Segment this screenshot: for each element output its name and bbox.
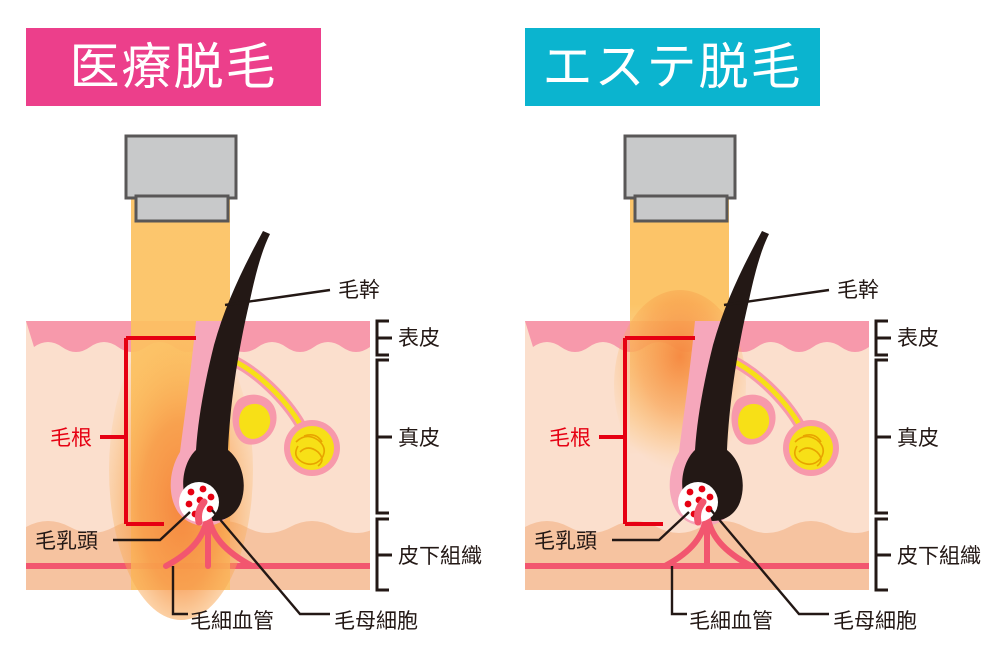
title-text-salon: エステ脱毛 [542,38,803,96]
panel-medical: 医療脱毛 [0,0,498,672]
hair-shaft-and-bulb [682,231,769,521]
hair-matrix-leader-medical [211,509,330,616]
panel-salon: エステ脱毛 [499,0,997,672]
laser-device-medical [124,134,238,223]
label-subcutaneous: 皮下組織 [398,544,482,568]
label-dermis: 真皮 [398,426,440,450]
skin-diagram-salon: 毛根 毛乳頭 毛幹 毛細血管 毛母細胞 [525,134,981,633]
sebaceous-gland [239,403,271,439]
sweat-gland-coil [294,434,326,467]
depth-brackets-medical [375,319,392,592]
hair-root-bracket-salon [599,336,695,526]
hair-salon [682,231,769,521]
capillary-leader-salon [670,566,687,616]
laser-device-salon [623,134,737,223]
sweat-gland-coil [793,434,825,467]
skin-diagram-medical: 毛根 毛乳頭 毛幹 毛細血管 毛母細胞 [26,134,482,633]
label-hair-matrix: 毛母細胞 [833,609,917,633]
hair-shaft-leader-salon [723,288,830,307]
sweat-duct [229,357,303,427]
label-dermal-papilla: 毛乳頭 [35,529,98,553]
hair-shaft-leader-medical [224,288,331,307]
glands-salon [725,354,839,476]
label-hair-shaft: 毛幹 [338,278,380,302]
muscle-line [525,563,869,569]
label-dermal-papilla: 毛乳頭 [534,529,597,553]
label-epidermis: 表皮 [398,326,440,350]
hair-root-bracket-medical [100,336,196,526]
depth-brackets-salon [874,319,891,592]
dermal-papilla-medical [179,482,219,526]
capillary-leader-medical [171,566,188,616]
subcutaneous-layer [525,521,869,590]
label-hair-root: 毛根 [549,426,591,450]
label-epidermis: 表皮 [897,326,939,350]
label-hair-root: 毛根 [50,426,92,450]
label-dermis: 真皮 [897,426,939,450]
hair-matrix-leader-salon [710,509,829,616]
title-badge-salon: エステ脱毛 [525,28,820,106]
dermal-papilla-leader-salon [612,511,690,542]
dermal-papilla-leader-medical [113,511,191,542]
glands-medical [226,354,340,476]
title-badge-medical: 医療脱毛 [26,28,321,106]
sweat-duct [728,357,802,427]
title-text-medical: 医療脱毛 [69,38,278,96]
label-capillary: 毛細血管 [190,609,274,633]
hair-shaft-and-bulb [183,231,270,521]
sebaceous-gland [738,403,770,439]
label-subcutaneous: 皮下組織 [897,544,981,568]
label-capillary: 毛細血管 [689,609,773,633]
label-hair-shaft: 毛幹 [837,278,879,302]
label-hair-matrix: 毛母細胞 [334,609,418,633]
hair-medical [183,231,270,521]
